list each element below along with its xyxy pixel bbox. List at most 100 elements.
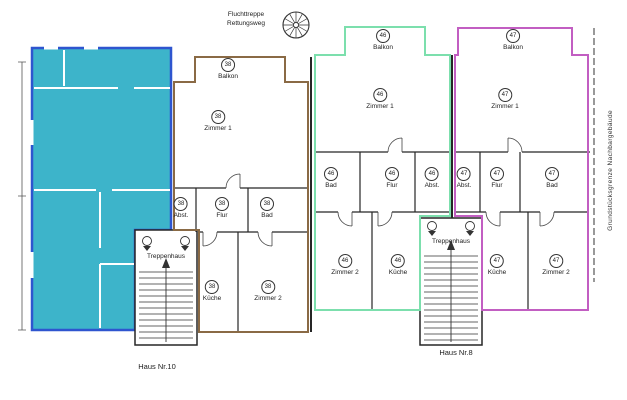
room-label-38-flur: 38 Flur	[215, 197, 229, 219]
room-name: Zimmer 1	[491, 103, 519, 110]
dimension-line	[18, 61, 26, 331]
room-label-38-abst: 38 Abst.	[173, 197, 189, 219]
door-marker	[142, 236, 152, 246]
room-label-47-abst: 47 Abst.	[456, 167, 472, 189]
unit-number-badge: 46	[391, 254, 405, 268]
house-right-label: Haus Nr.8	[439, 348, 473, 357]
unit-number-badge: 38	[221, 58, 235, 72]
unit-number-badge: 47	[457, 167, 471, 181]
room-label-46-zimmer2: 46 Zimmer 2	[331, 254, 359, 276]
unit46-outline	[314, 26, 451, 311]
spiral-stair-icon	[282, 11, 310, 39]
room-name: Küche	[487, 269, 507, 276]
unit-number-badge: 46	[372, 88, 387, 102]
unit-number-badge: 47	[506, 29, 520, 43]
unit-number-badge: 47	[490, 167, 504, 181]
highlighted-apartment-windows	[30, 46, 98, 278]
room-label-46-abst: 46 Abst.	[424, 167, 440, 189]
room-name: Balkon	[503, 44, 523, 51]
room-name: Abst.	[173, 212, 189, 219]
unit-number-badge: 47	[490, 254, 504, 268]
unit-outlines	[173, 26, 589, 333]
unit-number-badge: 46	[337, 254, 352, 268]
room-label-46-balkon: 46 Balkon	[373, 29, 393, 51]
unit47-outline	[454, 27, 589, 311]
room-label-38-bad: 38 Bad	[260, 197, 274, 219]
unit38-outline	[173, 56, 309, 333]
unit-number-badge: 38	[260, 197, 274, 211]
room-label-47-balkon: 47 Balkon	[503, 29, 523, 51]
stairwell-center-label: Treppenhaus	[431, 238, 471, 245]
room-name: Flur	[386, 182, 398, 189]
unit-number-badge: 38	[210, 110, 225, 124]
party-walls	[310, 55, 453, 332]
room-label-38-kueche: 38 Küche	[203, 280, 221, 302]
highlighted-apartment	[30, 46, 173, 332]
room-name: Zimmer 2	[542, 269, 570, 276]
unit-number-badge: 46	[385, 167, 399, 181]
door-marker	[465, 221, 475, 231]
stairs-direction-arrow	[162, 258, 170, 268]
unit-number-badge: 47	[545, 167, 559, 181]
spiral-stair-core	[293, 22, 299, 28]
property-boundary-label: Grundstücksgrenze Nachbargebäude	[607, 110, 614, 231]
room-name: Küche	[202, 295, 222, 302]
room-label-47-flur: 47 Flur	[490, 167, 504, 189]
stairwell-center	[419, 217, 483, 346]
room-label-47-kueche: 47 Küche	[488, 254, 506, 276]
room-name: Küche	[388, 269, 408, 276]
unit-number-badge: 46	[324, 167, 338, 181]
stairs-direction-arrow	[447, 240, 455, 250]
unit-number-badge: 46	[425, 167, 439, 181]
stairwell-left	[134, 229, 198, 346]
unit38-walls	[174, 187, 308, 332]
unit46-walls	[315, 151, 450, 310]
room-name: Bad	[325, 182, 337, 189]
room-name: Zimmer 2	[331, 269, 359, 276]
door-marker-arrow	[181, 246, 189, 251]
unit-number-badge: 46	[376, 29, 390, 43]
escape-route-line1: Fluchttreppe	[227, 11, 265, 18]
escape-route-note: Fluchttreppe Rettungsweg	[227, 11, 265, 29]
unit-number-badge: 47	[497, 88, 512, 102]
unit-number-badge: 47	[548, 254, 563, 268]
door-swings	[202, 137, 555, 247]
room-label-46-kueche: 46 Küche	[389, 254, 407, 276]
room-name: Flur	[491, 182, 503, 189]
room-name: Zimmer 2	[254, 295, 282, 302]
room-label-46-flur: 46 Flur	[385, 167, 399, 189]
interior-walls	[174, 55, 590, 332]
door-marker-arrow	[466, 231, 474, 236]
room-label-47-zimmer1: 47 Zimmer 1	[491, 88, 519, 110]
room-label-47-bad: 47 Bad	[545, 167, 559, 189]
room-name: Abst.	[456, 182, 472, 189]
door-marker-arrow	[143, 246, 151, 251]
spiral-stair-spokes	[283, 12, 309, 38]
room-name: Balkon	[218, 73, 238, 80]
escape-route-line2: Rettungsweg	[227, 19, 265, 27]
room-label-38-balkon: 38 Balkon	[218, 58, 238, 80]
room-name: Bad	[261, 212, 273, 219]
door-marker-arrow	[428, 231, 436, 236]
door-marker	[180, 236, 190, 246]
room-label-46-bad: 46 Bad	[324, 167, 338, 189]
unit-number-badge: 38	[174, 197, 188, 211]
room-label-38-zimmer2: 38 Zimmer 2	[254, 280, 282, 302]
room-name: Bad	[546, 182, 558, 189]
room-name: Zimmer 1	[366, 103, 394, 110]
door-marker	[427, 221, 437, 231]
unit47-walls	[455, 151, 590, 310]
room-name: Abst.	[424, 182, 440, 189]
room-label-47-zimmer2: 47 Zimmer 2	[542, 254, 570, 276]
room-label-38-zimmer1: 38 Zimmer 1	[204, 110, 232, 132]
house-left-label: Haus Nr.10	[138, 362, 176, 371]
room-name: Zimmer 1	[204, 125, 232, 132]
highlighted-apartment-inner-walls	[34, 50, 170, 328]
unit-number-badge: 38	[205, 280, 219, 294]
unit-number-badge: 38	[260, 280, 275, 294]
room-name: Balkon	[373, 44, 393, 51]
room-name: Flur	[216, 212, 228, 219]
room-label-46-zimmer1: 46 Zimmer 1	[366, 88, 394, 110]
